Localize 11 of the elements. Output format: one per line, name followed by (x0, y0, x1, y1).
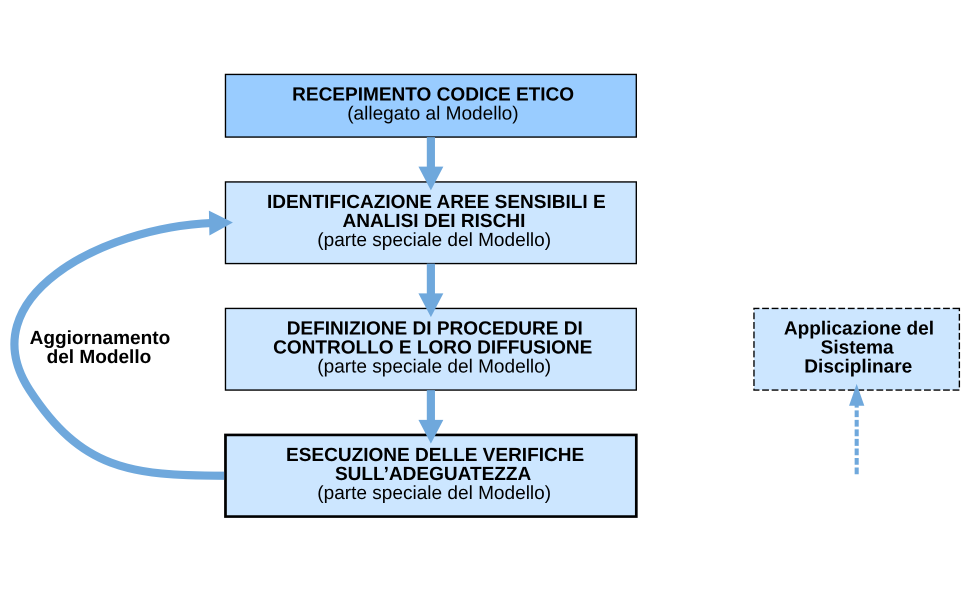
node-box: ESECUZIONE DELLE VERIFICHE SULL’ADEGUATEZZA (parte speciale del Modello) (224, 434, 638, 518)
arrow (10, 210, 233, 480)
node-box: RECEPIMENTO CODICE ETICO (allegato al Modello) (224, 74, 637, 138)
node-box: Applicazione del Sistema Disciplinare (753, 308, 960, 391)
edge-label: Aggiornamento del Modello (30, 328, 170, 368)
node-box: IDENTIFICAZIONE AREE SENSIBILI E ANALISI DEI RISCHI (parte speciale del Modello) (224, 181, 637, 264)
arrow (418, 390, 444, 444)
node-box: DEFINIZIONE DI PROCEDURE DI CONTROLLO E LORO DIFFUSIONE (parte speciale del Modello) (224, 308, 637, 391)
arrow (849, 384, 864, 474)
arrow (418, 137, 444, 190)
arrow (418, 264, 444, 318)
